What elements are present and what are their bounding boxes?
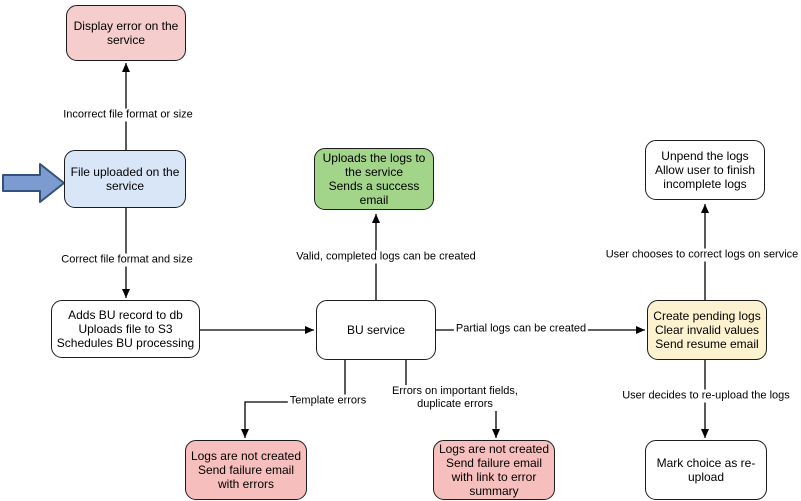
node-create-pending-logs: Create pending logs Clear invalid values… [647,300,767,360]
node-mark-choice-reupload: Mark choice as re- upload [645,440,767,500]
edge-label-correct-file-format: Correct file format and size [59,253,195,267]
edge-label-incorrect-file-format: Incorrect file format or size [61,108,195,122]
node-logs-not-created-errors: Logs are not created Send failure email … [185,440,307,500]
edge-label-partial-logs: Partial logs can be created [453,322,589,336]
node-unpend-logs: Unpend the logs Allow user to finish inc… [645,140,765,200]
edge-label-important-field-errors: Errors on important fields, duplicate er… [390,385,520,411]
edge-label-user-reuploads: User decides to re-upload the logs [620,389,792,403]
edge-label-template-errors: Template errors [287,394,369,408]
entry-right-arrow-icon [2,163,65,203]
node-logs-not-created-summary: Logs are not created Send failure email … [433,440,555,500]
edge-label-user-corrects-on-service: User chooses to correct logs on service [603,248,801,262]
node-file-uploaded: File uploaded on the service [64,150,186,208]
node-adds-bu-record: Adds BU record to db Uploads file to S3 … [51,300,200,358]
edge-label-valid-completed-logs: Valid, completed logs can be created [294,250,478,264]
node-uploads-logs-success: Uploads the logs to the service Sends a … [314,148,434,210]
node-display-error: Display error on the service [66,5,186,61]
node-bu-service: BU service [316,300,436,360]
